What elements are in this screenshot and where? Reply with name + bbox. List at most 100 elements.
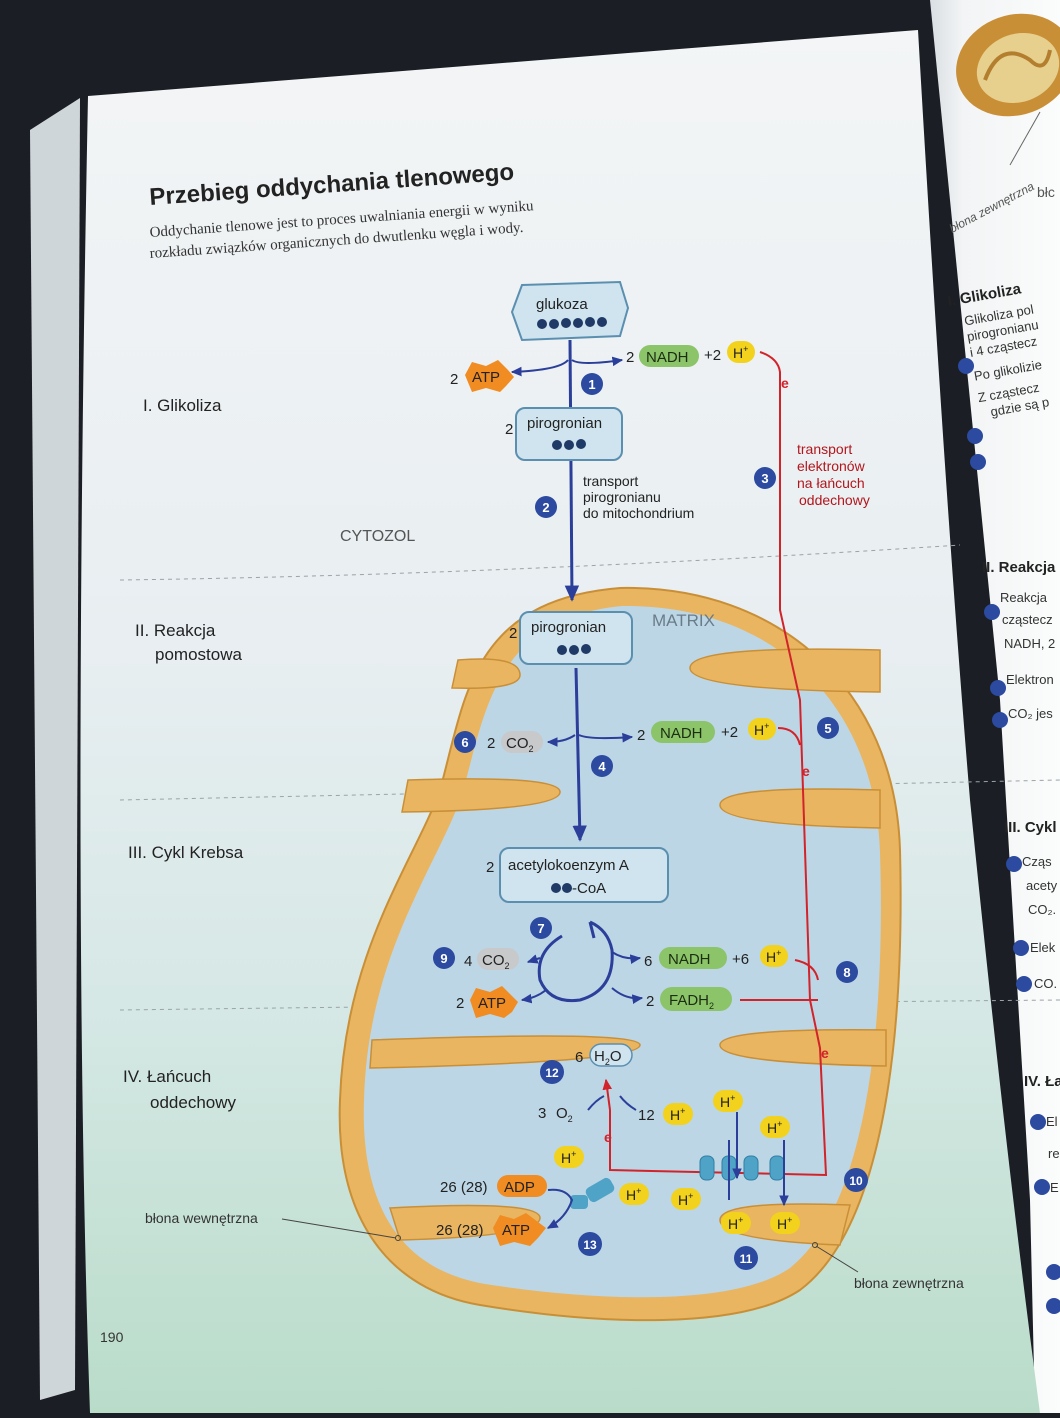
arrow-atp-glycolysis (510, 359, 569, 377)
pyruvate-box-1: pirogronian (515, 407, 623, 461)
co2-badge-1: CO2 (501, 731, 543, 754)
pyruvate-box-2: pirogronian (519, 611, 633, 665)
arrow-co2-krebs (526, 954, 541, 964)
adp-badge: ADP (497, 1175, 547, 1197)
arrow-link-reaction (572, 667, 587, 842)
inner-membrane-dot (395, 1235, 401, 1241)
arrow-fadh-krebs (611, 987, 644, 1004)
electron-line-water (602, 1078, 613, 1111)
arrow-glycolysis (564, 339, 580, 602)
pyr-count-2: 2 (509, 625, 517, 642)
transport-pyr-2: pirogronianu (583, 489, 661, 505)
cytozol-label: CYTOZOL (340, 528, 415, 545)
svg-text:NADH: NADH (660, 725, 703, 742)
svg-text:H+: H+ (728, 1215, 743, 1232)
fadh-count: 2 (646, 993, 654, 1010)
oxygen: O2 (556, 1105, 573, 1124)
mitochondrion-photo (956, 13, 1060, 117)
water-badge: H2O (589, 1043, 633, 1067)
stage-4-label-a: IV. Łańcuch (123, 1067, 211, 1086)
svg-text:2: 2 (542, 500, 549, 515)
nadh-count-1: 2 (626, 349, 634, 366)
svg-text:H+: H+ (670, 1106, 685, 1123)
pyr-count-1: 2 (505, 421, 513, 438)
step-11-badge: 11 (734, 1246, 758, 1270)
arrow-nadh-krebs (611, 951, 642, 964)
step-4-badge: 4 (591, 755, 613, 777)
outer-membrane-pointer (815, 1245, 859, 1273)
h-badge-6: H+ (760, 1116, 790, 1138)
right-sec4-l3: E (1050, 1180, 1059, 1195)
arrow-protons-water (619, 1095, 637, 1111)
svg-text:H+: H+ (777, 1215, 792, 1232)
transport-pyr-1: transport (583, 473, 638, 489)
right-sec3: III. Cykl (1004, 819, 1057, 836)
glucose-carbons (537, 317, 607, 329)
svg-text:pirogronian: pirogronian (531, 619, 606, 636)
transport-el-1: transport (797, 441, 852, 457)
cristae (369, 648, 887, 1246)
right-sec2: II. Reakcja (982, 559, 1056, 576)
step-3-badge: 3 (754, 467, 776, 489)
arrow-adp-atp (546, 1188, 574, 1229)
svg-text:NADH: NADH (646, 349, 689, 366)
svg-text:ADP: ADP (504, 1179, 535, 1196)
svg-text:ATP: ATP (478, 995, 506, 1012)
atp-badge-1: ATP (465, 360, 514, 392)
protons-count: 12 (638, 1107, 655, 1124)
svg-text:H2O: H2O (594, 1048, 622, 1067)
atp-count-2: 2 (456, 995, 464, 1012)
nadh-count-2: 2 (637, 727, 645, 744)
page-edges (30, 98, 80, 1400)
atp-badge-2: ATP (470, 986, 518, 1018)
right-step-badges (958, 358, 1060, 1314)
h-badge-3: H+ (760, 945, 788, 967)
matrix-label: MATRIX (652, 611, 715, 630)
right-sec2-l4: Elektron (1006, 672, 1054, 687)
electron-line-krebs (794, 959, 819, 981)
right-sec3-l4: Elek (1030, 940, 1056, 955)
svg-text:ATP: ATP (472, 369, 500, 386)
right-membrane-pointer (1009, 111, 1041, 166)
nadh-count-3: 6 (644, 953, 652, 970)
water-count: 6 (575, 1049, 583, 1066)
nadh-badge-2: NADH (651, 721, 715, 743)
divider-1 (119, 544, 961, 581)
oxygen-count: 3 (538, 1105, 546, 1122)
glucose-label: glukoza (536, 296, 588, 313)
right-sec4-l1: El (1046, 1114, 1058, 1129)
h-badge-8: H+ (619, 1183, 649, 1205)
stage-4-label-b: oddechowy (150, 1093, 237, 1112)
stage-2-label-a: II. Reakcja (135, 621, 216, 640)
svg-text:CO2: CO2 (506, 735, 534, 754)
outer-membrane-label: błona zewnętrzna (854, 1275, 964, 1291)
right-sec3-l1: Cząs (1022, 854, 1052, 869)
right-sec4: IV. Ła (1024, 1073, 1060, 1090)
electron-4: e (604, 1129, 612, 1145)
svg-text:CO2: CO2 (482, 952, 510, 971)
right-sec4-l2: re (1048, 1146, 1060, 1161)
nadh-badge-3: NADH (659, 947, 727, 969)
stage-2-label-b: pomostowa (155, 645, 242, 664)
step-12-badge: 12 (540, 1060, 564, 1084)
svg-text:H+: H+ (733, 344, 748, 361)
electron-3: e (821, 1045, 829, 1061)
svg-text:5: 5 (824, 721, 831, 736)
h-badge-9: H+ (671, 1188, 701, 1210)
h-badge-2: H+ (748, 718, 776, 740)
h-badge-4: H+ (663, 1103, 693, 1125)
inner-membrane-pointer (281, 1218, 397, 1239)
step-badges: 1 2 3 4 5 6 7 8 9 10 11 12 13 (433, 373, 868, 1270)
inner-membrane-label: błona wewnętrzna (145, 1210, 258, 1226)
electron-2: e (802, 763, 810, 779)
glucose-box: glukoza (510, 280, 630, 342)
co2-badge-2: CO2 (477, 948, 519, 971)
svg-text:pirogronian: pirogronian (527, 415, 602, 432)
co2-count-1: 2 (487, 735, 495, 752)
adp-count: 26 (28) (440, 1179, 488, 1196)
plus2-2: +2 (721, 724, 738, 741)
step-10-badge: 10 (844, 1168, 868, 1192)
step-13-badge: 13 (578, 1232, 602, 1256)
svg-text:H+: H+ (678, 1191, 693, 1208)
